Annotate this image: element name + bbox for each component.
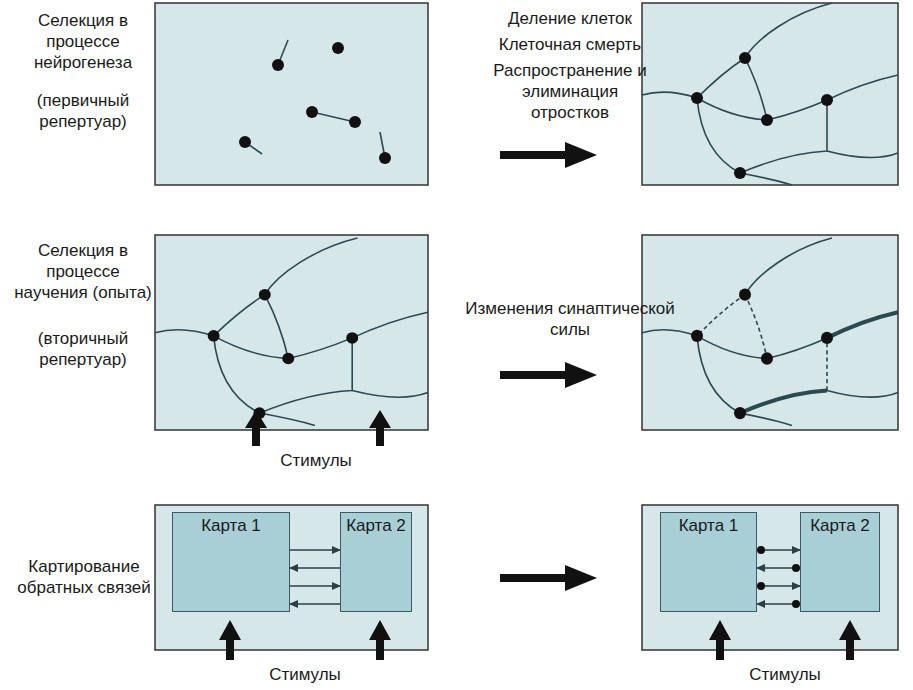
caption-text: Деление клеток [460,8,680,29]
network [642,3,898,185]
caption-text: Распространение и элиминация отростков [490,60,650,123]
map-label: Карта 2 [346,516,406,535]
caption-text: Клеточная смерть [460,34,680,55]
feedback-arrow [290,567,340,569]
panel [642,3,898,185]
caption-text: Стимулы [216,450,416,471]
caption-text: Селекция в процессе научения (опыта) [8,240,158,303]
map-box: Карта 1 [660,512,757,612]
caption-text: Изменения синаптической силы [465,298,675,340]
panel [642,235,898,430]
stimulus-arrow [219,410,861,660]
caption-text: (вторичный репертуар) [8,328,158,370]
process-arrow [500,142,597,591]
caption-text: Стимулы [685,664,885,685]
synapse-dot [757,546,765,554]
feedback-arrow [290,549,340,551]
panel [642,505,898,650]
map-label: Карта 1 [679,516,739,535]
map-box: Карта 2 [800,512,880,612]
synapse-dot [757,582,765,590]
caption-text: Селекция в процессе нейрогенеза [8,10,158,73]
map-label: Карта 1 [201,516,261,535]
network [642,238,898,425]
panel [155,505,428,650]
network [155,238,428,425]
caption-text: Стимулы [205,664,405,685]
map-box: Карта 2 [340,512,412,612]
panel [155,3,428,185]
neuron-dots [239,42,391,164]
map-label: Карта 2 [810,516,870,535]
caption-text: Картирование обратных связей [4,556,164,598]
synapse-dot [792,564,800,572]
feedback-arrow [290,585,340,587]
neurons [245,40,385,158]
caption-text: (первичный репертуар) [8,90,158,132]
synapse-dot [792,600,800,608]
panel [155,235,428,430]
map-box: Карта 1 [172,512,290,612]
feedback-arrow [290,603,340,605]
